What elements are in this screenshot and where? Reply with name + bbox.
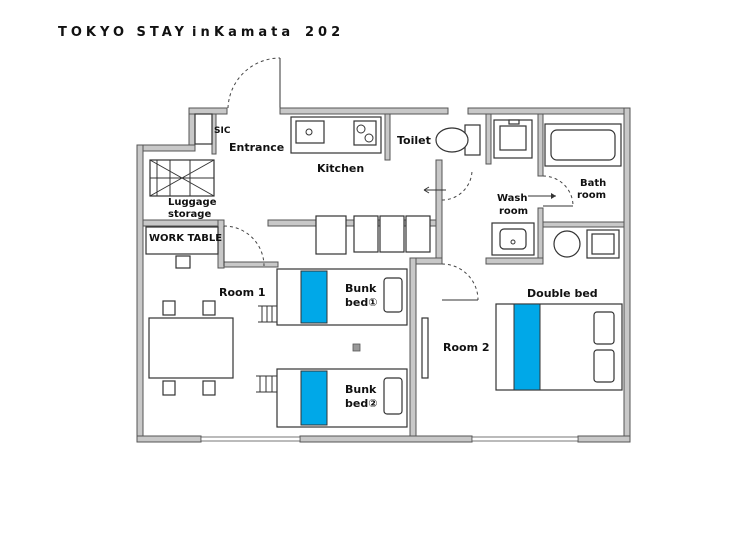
bath-door: [542, 175, 574, 207]
room1-door: [223, 225, 265, 267]
kitchen-appliances: [315, 215, 431, 255]
corridor-arrow: [423, 186, 446, 194]
toilet-label: Toilet: [397, 134, 431, 147]
toilet-fixture: [435, 124, 481, 156]
title-name: TOKYO STAY: [58, 25, 188, 40]
double-bed-label: Double bed: [527, 287, 598, 300]
title-in: in: [192, 25, 214, 40]
bath-label-2: room: [577, 190, 606, 201]
entrance-label: Entrance: [229, 141, 284, 154]
room2-door: [441, 263, 479, 301]
room1-label: Room 1: [219, 286, 266, 299]
entrance-door: [227, 57, 281, 109]
kitchen-label: Kitchen: [317, 162, 364, 175]
room2-label: Room 2: [443, 341, 490, 354]
ceiling-marker: [352, 343, 361, 352]
bathtub: [544, 123, 622, 167]
kitchen-counter: [290, 116, 382, 154]
armchair: [586, 229, 620, 259]
title-unit: 202: [305, 25, 344, 40]
wash-door: [441, 169, 473, 201]
sic-label: SIC: [214, 126, 231, 136]
bunk1-label-1: Bunk: [345, 282, 377, 295]
closet-strip: [421, 317, 429, 379]
work-chair: [175, 255, 191, 269]
bunk2-label-1: Bunk: [345, 383, 377, 396]
round-table: [553, 230, 581, 258]
double-bed: [495, 303, 623, 391]
work-table-label: WORK TABLE: [149, 233, 222, 244]
luggage-storage: [149, 159, 215, 197]
bunk2-label-2: bed②: [345, 397, 378, 410]
wash-label-2: room: [499, 206, 528, 217]
bunk-bed-2: [256, 368, 408, 428]
shoe-cabinet: [194, 113, 213, 145]
bath-label-1: Bath: [580, 178, 606, 189]
luggage-label-1: Luggage: [168, 197, 217, 208]
dining-table: [148, 300, 234, 396]
luggage-label-2: storage: [168, 209, 211, 220]
work-table: [145, 226, 219, 255]
arrow-head: [551, 193, 556, 199]
bunk1-label-2: bed①: [345, 296, 378, 309]
outer-walls: [136, 107, 631, 443]
title-location: Kamata: [214, 25, 294, 40]
washing-machine: [493, 119, 533, 159]
interior-walls: [142, 113, 625, 437]
wash-basin: [491, 222, 535, 256]
wash-label-1: Wash: [497, 193, 528, 204]
bunk-bed-1: [258, 268, 408, 326]
